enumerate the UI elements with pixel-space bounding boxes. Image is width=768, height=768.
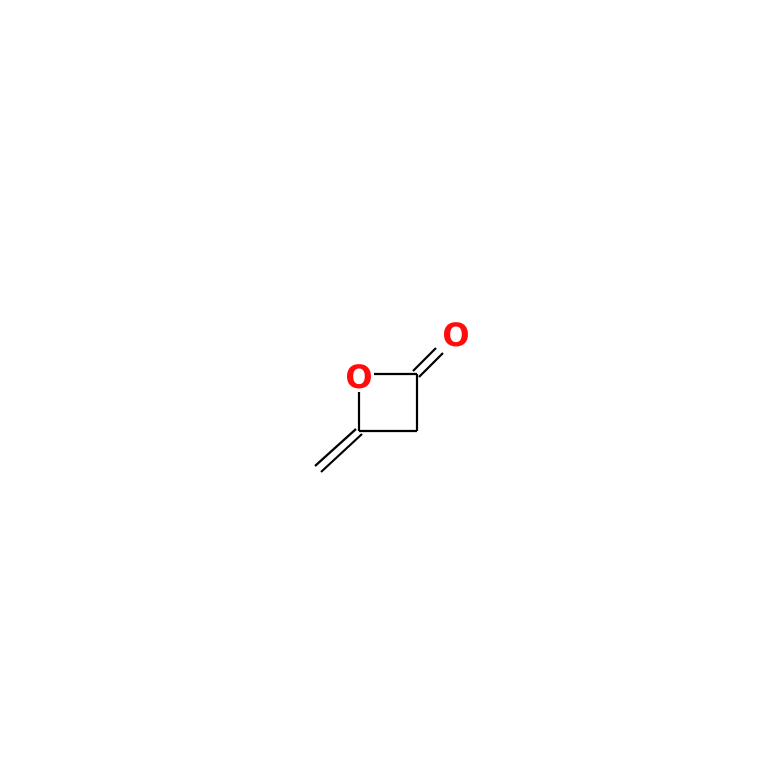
- bond-c4-ch2-a: [314, 428, 357, 467]
- bond-c2-o2-a: [412, 347, 437, 372]
- bond-c2-o2-b: [418, 352, 444, 378]
- carbonyl-oxygen-label: O: [442, 316, 469, 354]
- ring-oxygen-label: O: [345, 358, 372, 396]
- bond-c4-ch2-b: [320, 433, 363, 473]
